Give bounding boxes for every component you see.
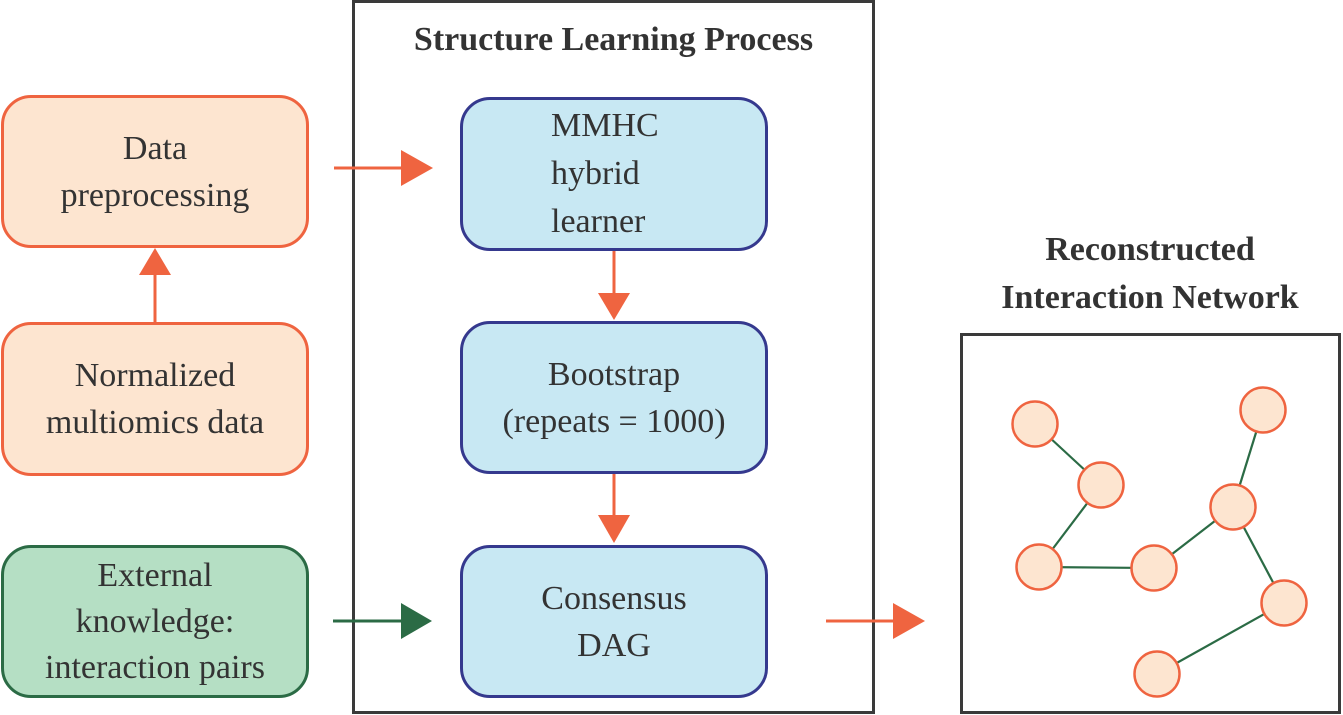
bootstrap-box: Bootstrap (repeats = 1000): [460, 321, 768, 474]
external-knowledge-line-3: interaction pairs: [45, 648, 265, 686]
data-preprocessing-line-2: preprocessing: [60, 176, 250, 214]
network-title-line-2: Interaction Network: [1001, 279, 1299, 316]
consensus-line-1: Consensus: [541, 579, 687, 617]
network-title-line-1: Reconstructed: [1045, 231, 1255, 268]
normalized-data-line-2: multiomics data: [45, 404, 265, 441]
bootstrap-line-2: (repeats = 1000): [502, 402, 726, 440]
mmhc-line-1: MMHC: [551, 107, 659, 144]
bootstrap-line-1: Bootstrap: [547, 355, 681, 393]
external-knowledge-line-2: knowledge:: [75, 602, 235, 640]
normalized-data-box: Normalized multiomics data: [1, 322, 309, 476]
arrow-normalized-to-preprocessing: [139, 248, 171, 322]
structure-learning-frame: [352, 0, 875, 714]
network-frame: [960, 333, 1341, 714]
consensus-line-2: DAG: [577, 626, 651, 664]
data-preprocessing-line-1: Data: [122, 129, 188, 167]
external-knowledge-line-1: External: [97, 556, 213, 594]
mmhc-learner-box: MMHC hybrid learner: [460, 97, 768, 251]
consensus-dag-box: Consensus DAG: [460, 545, 768, 698]
mmhc-line-2: hybrid: [551, 155, 640, 192]
normalized-data-line-1: Normalized: [74, 357, 236, 394]
data-preprocessing-box: Data preprocessing: [1, 95, 309, 248]
structure-learning-title: Structure Learning Process: [413, 21, 814, 58]
network-title: Reconstructed Interaction Network: [955, 226, 1343, 322]
external-knowledge-box: External knowledge: interaction pairs: [1, 545, 309, 698]
mmhc-line-3: learner: [551, 203, 646, 240]
